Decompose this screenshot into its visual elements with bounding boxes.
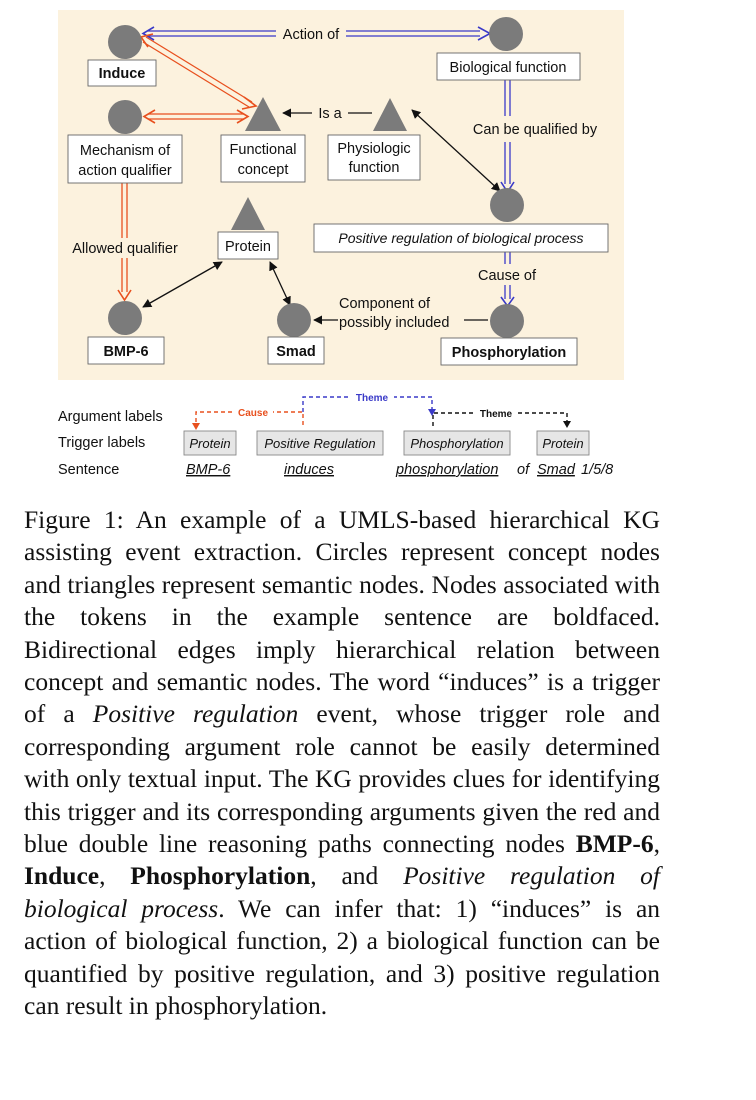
sentence-word-bmp6: BMP-6	[186, 462, 231, 478]
bmp6-concept-node	[108, 301, 142, 335]
smad-label-box	[267, 336, 325, 365]
caption-sep-2: ,	[99, 861, 131, 891]
protein-label-box	[217, 231, 279, 260]
red-arrow-to-bmp6	[117, 289, 132, 302]
caption-bold-bmp6: BMP-6	[575, 829, 654, 859]
red-arrow-to-mechanism	[142, 109, 156, 124]
trigger-phosphorylation: Phosphorylation	[410, 436, 503, 451]
biological-function-label-box	[436, 52, 581, 81]
mechanism-label-line2: action qualifier	[78, 163, 172, 179]
trigger-box-phosphorylation	[403, 430, 511, 456]
sentence-word-smad: Smad	[537, 462, 576, 478]
functional-concept-label-box	[220, 134, 306, 183]
smad-concept-node	[277, 303, 311, 337]
physiologic-label-line1: Physiologic	[337, 141, 410, 157]
cause-of-label: Cause of	[478, 268, 537, 284]
component-of-label-line2: possibly included	[339, 315, 449, 331]
sentence-word-induces: induces	[284, 462, 334, 478]
can-be-qualified-by-label: Can be qualified by	[473, 122, 598, 138]
mechanism-label-box	[67, 134, 183, 184]
trigger-labels-heading: Trigger labels	[58, 435, 145, 451]
caption-text-1: Figure 1: An example of a UMLS-based hie…	[24, 505, 660, 729]
bmp6-label: BMP-6	[103, 344, 148, 360]
caption-text-3: . We can infer that: 1) “induces” is an …	[24, 893, 661, 1021]
arrow-to-induce	[141, 26, 155, 41]
black-edges	[142, 108, 501, 325]
trigger-protein-2: Protein	[542, 436, 583, 451]
sentence-word-numbers: 1/5/8	[581, 462, 613, 478]
smad-label: Smad	[276, 344, 316, 360]
biological-function-label: Biological function	[450, 60, 567, 76]
trigger-box-protein-1	[183, 430, 237, 456]
red-arrow-from-mechanism	[236, 109, 250, 124]
phosphorylation-label: Phosphorylation	[452, 345, 566, 361]
positive-regulation-label-box	[313, 223, 609, 253]
phosphorylation-concept-node	[490, 304, 524, 338]
induce-label-box	[87, 59, 157, 87]
allowed-qualifier-label: Allowed qualifier	[72, 241, 178, 257]
phosphorylation-label-box	[440, 337, 578, 366]
theme-argument-label-2: Theme	[480, 409, 513, 420]
protein-label: Protein	[225, 239, 271, 255]
blue-path-edges	[148, 30, 511, 299]
trigger-box-protein-2	[536, 430, 590, 456]
cause-argument-label: Cause	[238, 408, 268, 419]
component-of-label-line1: Component of	[339, 296, 431, 312]
functional-concept-semantic-node	[245, 97, 281, 131]
trigger-positive-regulation: Positive Regulation	[264, 436, 375, 451]
positive-regulation-concept-node	[490, 188, 524, 222]
physiologic-function-semantic-node	[373, 98, 407, 131]
physiologic-label-line2: function	[349, 160, 400, 176]
caption-sep-1: ,	[653, 829, 660, 859]
argument-labels-heading: Argument labels	[58, 409, 163, 425]
caption-italic-positive-regulation: Positive regulation	[92, 699, 299, 729]
red-path-edges	[121, 36, 253, 292]
trigger-box-positive-regulation	[256, 430, 384, 456]
caption-sep-3: , and	[310, 861, 404, 891]
protein-semantic-node	[231, 197, 265, 230]
functional-label-line1: Functional	[230, 142, 297, 158]
mechanism-concept-node	[108, 100, 142, 134]
induce-concept-node	[108, 25, 142, 59]
figure-caption: Figure 1: An example of a UMLS-based hie…	[24, 504, 660, 1023]
caption-text-2: event, whose trigger role and correspond…	[24, 699, 660, 859]
theme-argument-label-1: Theme	[356, 393, 389, 404]
trigger-protein-1: Protein	[189, 436, 230, 451]
caption-bold-induce: Induce	[24, 861, 100, 891]
caption-bold-phosphorylation: Phosphorylation	[130, 861, 311, 891]
mechanism-label-line1: Mechanism of	[80, 143, 171, 159]
functional-label-line2: concept	[238, 162, 289, 178]
positive-regulation-label: Positive regulation of biological proces…	[338, 230, 583, 246]
induce-label: Induce	[99, 66, 146, 82]
red-arrow-to-functional	[241, 96, 258, 110]
is-a-label: Is a	[318, 106, 342, 122]
caption-italic-positive-regulation-process: Positive regulation of biological proces…	[24, 861, 660, 923]
sentence-word-of: of	[517, 462, 531, 478]
bmp6-label-box	[87, 336, 165, 365]
sentence-word-phosphorylation: phosphorylation	[395, 462, 498, 478]
biological-function-concept-node	[489, 17, 523, 51]
action-of-label: Action of	[283, 27, 340, 43]
physiologic-function-label-box	[327, 134, 421, 181]
kg-figure: Induce Biological function Mechanism of …	[58, 10, 624, 478]
sentence-heading: Sentence	[58, 462, 119, 478]
